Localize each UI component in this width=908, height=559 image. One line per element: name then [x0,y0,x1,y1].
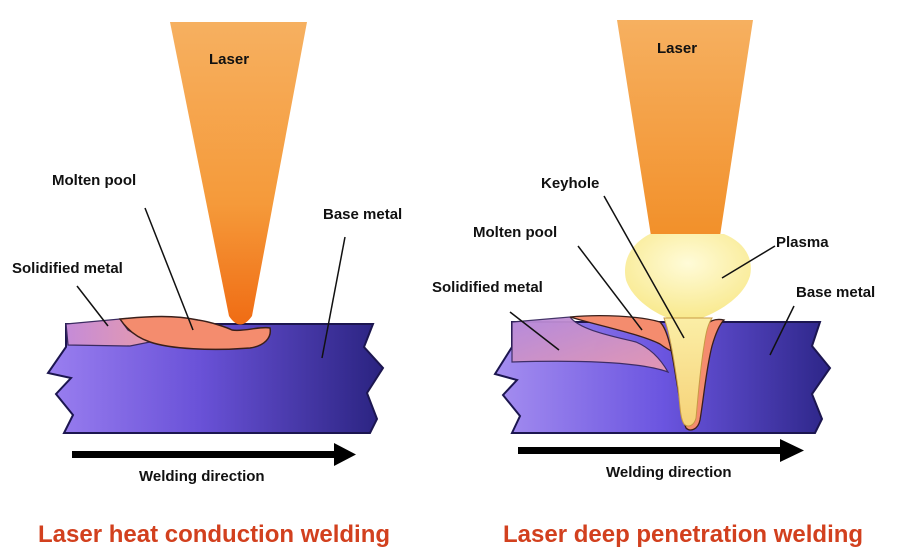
right-plasma-leader [721,245,776,279]
left-molten-pool-label: Molten pool [52,172,136,189]
right-welding-direction-label: Welding direction [606,464,732,481]
left-panel: Laser Molten pool Base metal Solidified … [12,22,402,548]
right-panel: Laser Keyhole Molten pool Plasma Solidif… [432,20,875,548]
right-keyhole-label: Keyhole [541,175,599,192]
right-molten-pool-label: Molten pool [473,224,557,241]
right-laser-beam [617,20,753,236]
left-laser-label: Laser [209,51,249,68]
left-laser-beam [170,22,307,325]
left-welding-direction-label: Welding direction [139,468,265,485]
right-keyhole-leader [603,195,685,339]
right-plasma-label: Plasma [776,234,829,251]
left-welding-direction-arrow [72,443,356,466]
right-base-metal-label: Base metal [796,284,875,301]
right-plasma-cloud [625,234,751,318]
right-keyhole [663,317,713,427]
right-caption: Laser deep penetration welding [503,521,863,548]
right-base-metal-leader [769,305,795,356]
left-solidified-metal-label: Solidified metal [12,260,123,277]
left-base-metal-leader [321,236,346,359]
left-base-metal-label: Base metal [323,206,402,223]
right-molten-pool-leader [577,245,643,331]
right-welding-direction-arrow [518,439,804,462]
right-solidified-metal-label: Solidified metal [432,279,543,296]
left-molten-pool [118,315,272,351]
right-laser-label: Laser [657,40,697,57]
left-solidified-metal-leader [76,285,109,327]
right-solidified-metal-leader [509,311,560,351]
left-caption: Laser heat conduction welding [38,521,390,548]
right-solidified-metal [511,316,670,374]
left-molten-pool-leader [144,207,194,331]
left-base-metal-block [46,323,385,434]
